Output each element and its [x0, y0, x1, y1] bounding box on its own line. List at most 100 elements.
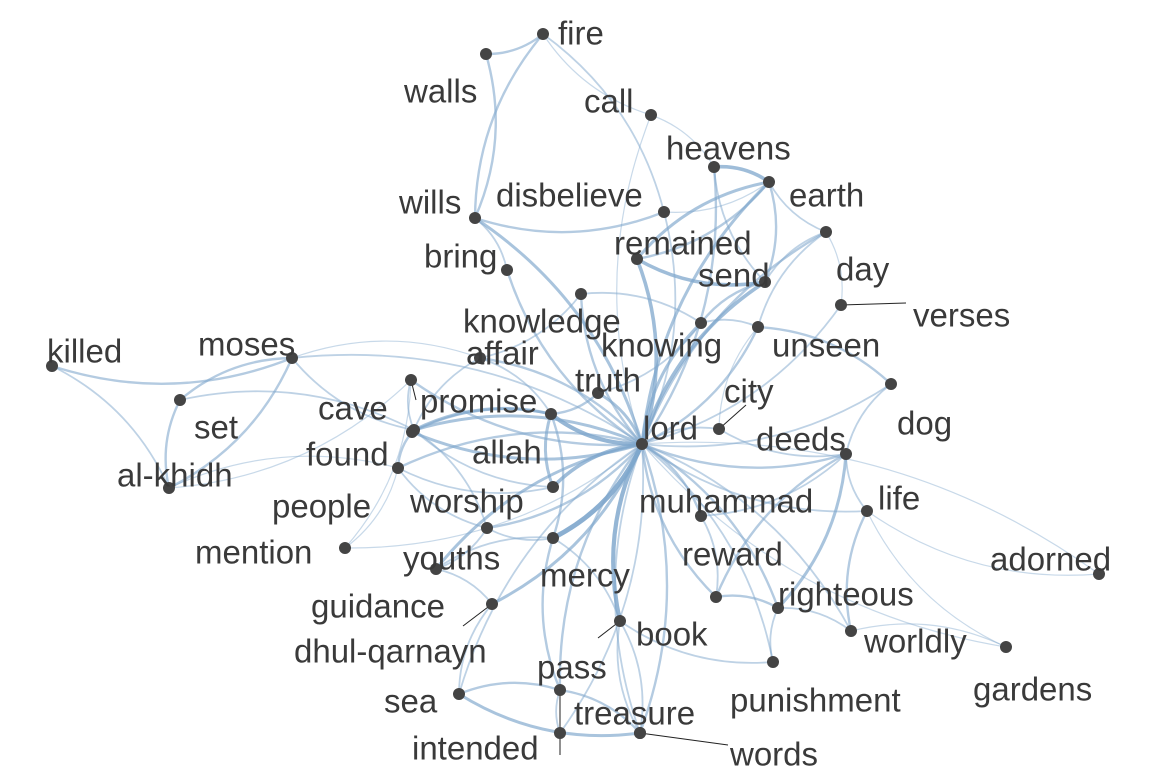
edge-moses-affair	[291, 340, 481, 359]
edge-verses-day	[825, 231, 843, 306]
edge-life-gardens	[866, 510, 1007, 648]
edge-remained-send	[635, 257, 767, 287]
edge-lord-youths	[485, 442, 644, 530]
edge-heavens-earth	[712, 164, 771, 184]
label-lord: lord	[643, 410, 698, 447]
edge-reward-righteous	[714, 594, 780, 610]
label-adorned: adorned	[990, 541, 1111, 578]
edge-lord-disbelieve	[641, 211, 677, 445]
edge-set-al-khidh	[164, 398, 182, 490]
label-deeds: deeds	[756, 421, 846, 458]
edge-lord-remained	[635, 257, 658, 446]
node-truth	[592, 387, 604, 399]
edge-fire-disbelieve	[542, 33, 665, 213]
label-worship: worship	[409, 483, 524, 520]
label-call: call	[584, 83, 634, 120]
edge-mercy-guidance	[435, 536, 554, 570]
node-dhul-qarnayn	[486, 598, 498, 610]
edge-affair-found	[413, 357, 481, 431]
label-punishment: punishment	[730, 682, 901, 719]
label-truth: truth	[575, 362, 641, 399]
label-wills: wills	[398, 184, 461, 221]
label-bring: bring	[424, 238, 497, 275]
edge-pass-treasure	[558, 688, 642, 735]
edge-lord-adorned	[641, 441, 1100, 575]
node-verses	[835, 299, 847, 311]
node-city	[713, 423, 725, 435]
edge-lord-found	[412, 414, 644, 446]
label-send: send	[698, 257, 770, 294]
node-dog	[885, 378, 897, 390]
leader-line-layer	[410, 302, 907, 755]
label-disbelieve: disbelieve	[496, 177, 643, 214]
label-leader-line	[840, 302, 907, 306]
node-moses	[286, 352, 298, 364]
node-muhammad	[695, 510, 707, 522]
edge-earth-send	[763, 180, 778, 284]
edge-people-youths	[397, 467, 488, 529]
node-killed	[46, 360, 58, 372]
label-allah: allah	[472, 434, 542, 471]
label-al-khidh: al-khidh	[117, 457, 233, 494]
edge-moses-al-khidh	[167, 356, 294, 490]
edge-lord-wills	[473, 216, 644, 446]
edge-city-deeds	[718, 428, 847, 458]
label-worldly: worldly	[863, 623, 967, 660]
edge-lord-guidance	[434, 442, 644, 571]
edge-lord-people	[396, 431, 644, 470]
label-leader-line	[639, 732, 729, 746]
edge-lord-reward	[640, 442, 718, 599]
edge-unseen-dog	[756, 325, 893, 386]
label-reward: reward	[682, 536, 783, 573]
edge-lord-dhul-qarnayn	[490, 442, 644, 606]
edge-sea-pass	[457, 681, 562, 696]
edge-wills-disbelieve	[473, 210, 666, 234]
edge-lord-bring	[505, 268, 644, 446]
edge-guidance-dhul-qarnayn	[435, 568, 493, 605]
node-righteous	[772, 602, 784, 614]
label-guidance: guidance	[311, 588, 445, 625]
node-found	[408, 424, 420, 436]
node-fire	[537, 28, 549, 40]
node-heavens	[708, 161, 720, 173]
edge-found-youths	[413, 429, 488, 529]
edge-killed-al-khidh	[51, 365, 170, 489]
edge-lord-heavens	[640, 165, 718, 446]
node-lord	[636, 438, 648, 450]
node-youths	[481, 522, 493, 534]
edge-deeds-reward	[714, 452, 848, 599]
edge-knowing-knowledge	[580, 291, 702, 324]
label-words: words	[729, 736, 818, 768]
label-knowledge: knowledge	[463, 303, 621, 340]
node-layer	[46, 28, 1105, 739]
edge-book-punishment	[619, 620, 774, 664]
node-words	[634, 727, 646, 739]
edge-dhul-qarnayn-sea	[458, 603, 493, 695]
edge-lord-verses	[641, 304, 842, 445]
edge-righteous-punishment	[769, 607, 779, 663]
edge-deeds-dog	[845, 383, 892, 455]
node-call	[645, 109, 657, 121]
edge-muhammad-deeds	[700, 453, 847, 517]
node-mention	[339, 542, 351, 554]
edge-lord-mention	[344, 443, 643, 549]
edge-heavens-send	[713, 166, 766, 283]
label-unseen: unseen	[772, 327, 880, 364]
label-verses: verses	[913, 297, 1010, 334]
label-leader-line	[718, 404, 747, 430]
node-deeds	[840, 448, 852, 460]
label-life: life	[878, 480, 920, 517]
label-city: city	[724, 373, 774, 410]
edge-city-unseen	[718, 326, 759, 430]
edge-people-worship	[397, 467, 554, 494]
label-promise: promise	[420, 383, 537, 420]
edge-lord-knowledge	[579, 292, 644, 446]
node-worship	[547, 481, 559, 493]
edge-remained-earth	[635, 180, 771, 261]
label-book: book	[636, 616, 708, 653]
edge-walls-wills	[473, 52, 497, 220]
edge-found-allah	[412, 406, 553, 432]
label-treasure: treasure	[574, 695, 695, 732]
